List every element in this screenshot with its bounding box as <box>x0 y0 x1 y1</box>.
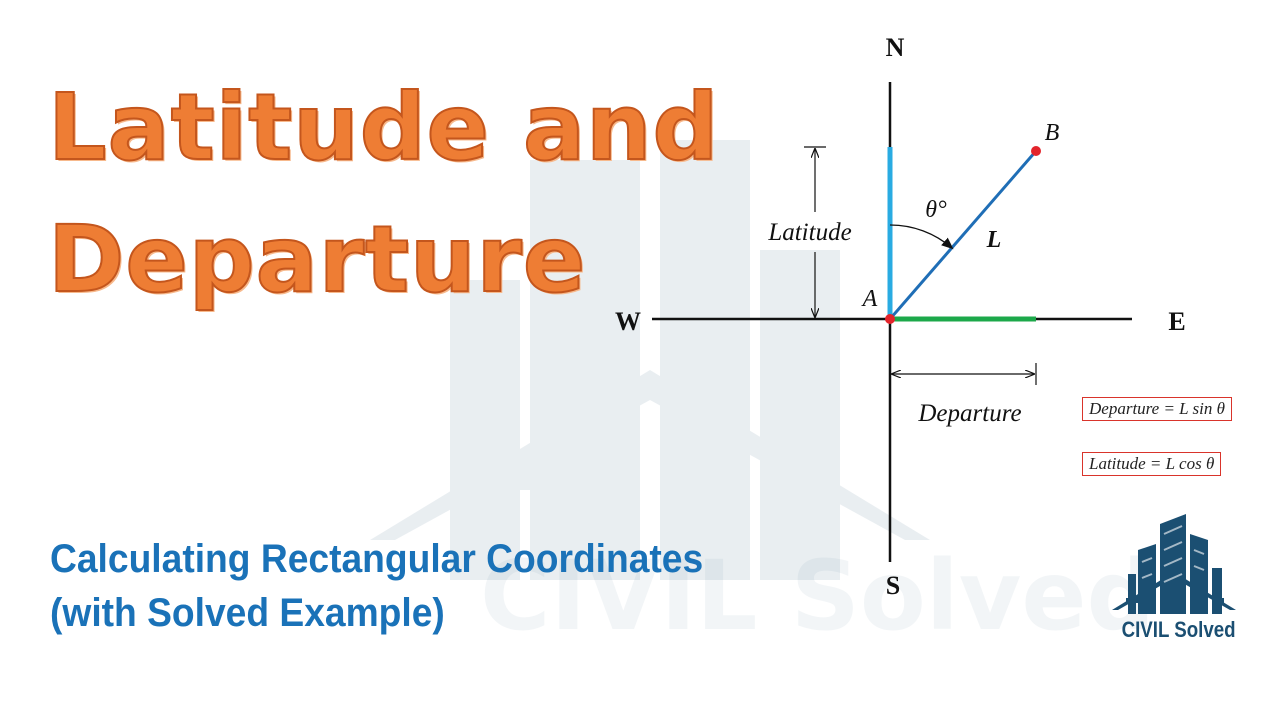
departure-formula: Departure = L sin θ <box>1082 397 1232 421</box>
angle-label: θ° <box>925 197 947 223</box>
subtitle-line-1: Calculating Rectangular Coordinates <box>50 537 704 581</box>
point-a-marker <box>885 314 895 324</box>
line-ab <box>888 150 1038 320</box>
length-label: L <box>986 227 1002 253</box>
latitude-label: Latitude <box>767 219 851 246</box>
point-b-marker <box>1031 146 1041 156</box>
point-a-label: A <box>861 286 878 312</box>
latitude-formula: Latitude = L cos θ <box>1082 452 1222 476</box>
logo-text: CIVIL Solved <box>1121 617 1236 642</box>
subtitle-line-2: (with Solved Example) <box>50 591 445 635</box>
west-label: W <box>615 307 641 336</box>
watermark-text: CIVIL Solved <box>480 540 1156 652</box>
point-b-label: B <box>1045 120 1060 146</box>
south-label: S <box>886 571 900 600</box>
page-title: Latitude and Departure <box>47 62 720 326</box>
north-label: N <box>886 33 905 62</box>
title-line-2: Departure <box>47 205 587 314</box>
watermark-buildings-icon <box>370 140 930 580</box>
civil-solved-logo-icon <box>1112 514 1236 614</box>
title-line-1: Latitude and <box>47 73 720 182</box>
page-subtitle: Calculating Rectangular Coordinates (wit… <box>50 532 703 640</box>
east-label: E <box>1168 307 1185 336</box>
angle-arc <box>889 224 954 250</box>
departure-label: Departure <box>917 400 1021 427</box>
